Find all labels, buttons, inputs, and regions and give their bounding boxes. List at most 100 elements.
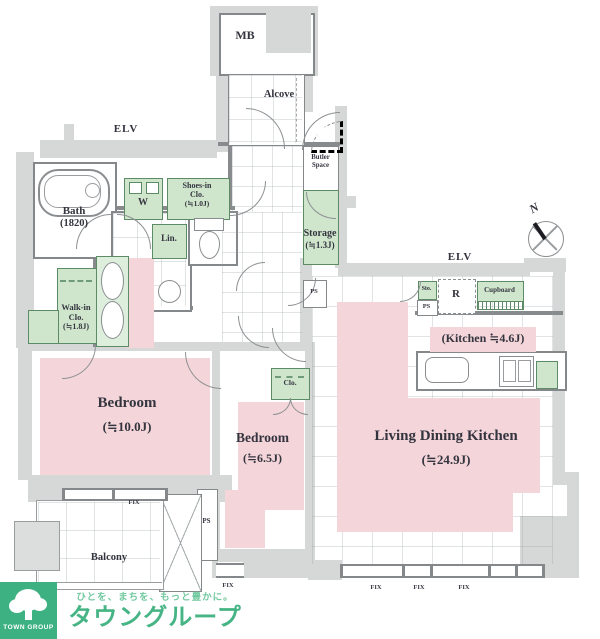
label-ps-kitchen: PS [422, 303, 431, 310]
wall [40, 140, 217, 158]
label-mb: MB [235, 28, 255, 42]
wall [16, 152, 34, 348]
bathtub-drain [85, 183, 100, 198]
label-fix-ldk2: FIX [413, 584, 425, 591]
cupboard-hatch [477, 301, 524, 310]
logo-company-name: TOWN GROUP [3, 624, 54, 631]
linen-closet [152, 224, 187, 259]
tree-icon [32, 598, 47, 611]
label-sto: Sto. [421, 286, 432, 292]
toilet-bowl [199, 231, 220, 259]
walkin-hanger-pipe [60, 280, 92, 283]
alcove-dashed-line [296, 78, 298, 142]
wall [415, 311, 563, 315]
wall [216, 68, 228, 152]
ldk-highlight-main [337, 398, 540, 493]
washroom-sink [158, 280, 181, 303]
label-bath: Bath (1820) [60, 205, 88, 229]
wall [243, 562, 312, 578]
kitchen-sink [425, 357, 469, 383]
closet-hanger-pipe [275, 376, 304, 379]
wall [305, 342, 315, 572]
wall [210, 6, 219, 76]
window-post [488, 564, 491, 578]
label-bedroom2: Bedroom (≒6.5J) [236, 430, 289, 465]
window-post [62, 488, 65, 501]
window-post [515, 564, 518, 578]
wall [210, 6, 318, 15]
label-linen: Lin. [161, 233, 177, 243]
window-post [542, 564, 545, 578]
wall [18, 345, 32, 480]
mb-shaft [266, 13, 311, 53]
label-fix-ldk3: FIX [458, 584, 470, 591]
wall [28, 475, 232, 489]
ps-shaft-kitchen [417, 300, 438, 316]
window-post [165, 488, 168, 501]
wall [64, 124, 74, 142]
bathtub-inner [44, 175, 101, 208]
door-arc-bedroom2 [272, 328, 306, 362]
wall [308, 560, 342, 580]
window-post [340, 564, 343, 578]
label-bedroom1: Bedroom (≒10.0J) [97, 395, 157, 434]
label-elv-right: ELV [447, 251, 473, 263]
label-storage: Storage (≒1.3J) [303, 228, 337, 250]
bedroom2-window [216, 563, 244, 578]
label-fix-ldk1: FIX [370, 584, 382, 591]
compass [528, 221, 564, 257]
vanity-bowl [101, 262, 124, 300]
label-elv-top: ELV [113, 123, 139, 135]
bedroom1-window [62, 488, 168, 501]
walk-in-closet2 [28, 310, 59, 344]
stove-burner [518, 360, 531, 382]
refrigerator-space [438, 279, 476, 314]
label-fix-bedroom2: FIX [222, 582, 234, 589]
label-butler-space: Butler Space [311, 154, 330, 170]
label-ldk: Living Dining Kitchen (≒24.9J) [374, 428, 518, 467]
tree-icon [9, 599, 25, 613]
wall [30, 342, 315, 351]
washer-detail [129, 182, 142, 194]
logo-tagline: ひとを、まちを、もっと豊かに。 [76, 592, 234, 603]
label-kitchen: (Kitchen ≒4.6J) [441, 331, 525, 345]
logo-brand: タウングループ [68, 604, 242, 631]
ldk-highlight-bottom [337, 493, 513, 532]
bedroom2-highlight2 [225, 490, 265, 548]
label-washer: W [138, 197, 148, 208]
wall [347, 196, 356, 208]
stove-burner [503, 360, 516, 382]
window-post [402, 564, 405, 578]
wall [28, 488, 64, 502]
balcony-rail [36, 582, 162, 590]
compass-north-label: N [526, 199, 542, 217]
label-closet: Clo. [283, 378, 297, 387]
ldk-highlight-top [337, 302, 408, 399]
vanity-bowl [101, 301, 124, 339]
toilet-tank [194, 218, 224, 231]
tree-trunk [25, 608, 32, 620]
hallway-highlight [126, 258, 154, 348]
label-cupboard: Cupboard [484, 286, 515, 294]
label-alcove: Alcove [263, 89, 295, 100]
label-ps-hall: PS [310, 288, 318, 295]
label-ps-balcony: PS [202, 517, 211, 525]
window-post [112, 488, 115, 501]
ldk-windows [340, 564, 545, 578]
kitchen-side-cabinet [536, 361, 558, 389]
wall [212, 549, 312, 562]
ac-unit [14, 521, 60, 571]
label-balcony: Balcony [90, 552, 128, 563]
void-cross-area [159, 494, 202, 592]
wall [212, 562, 218, 578]
wall [212, 348, 220, 552]
kitchen-label-highlight [430, 327, 536, 352]
wall [228, 146, 232, 210]
wall [543, 562, 555, 578]
wall [567, 480, 579, 578]
wall [338, 263, 530, 276]
label-refrigerator: R [452, 288, 460, 300]
window-post [430, 564, 433, 578]
label-fix-bedroom1: FIX [128, 499, 140, 506]
